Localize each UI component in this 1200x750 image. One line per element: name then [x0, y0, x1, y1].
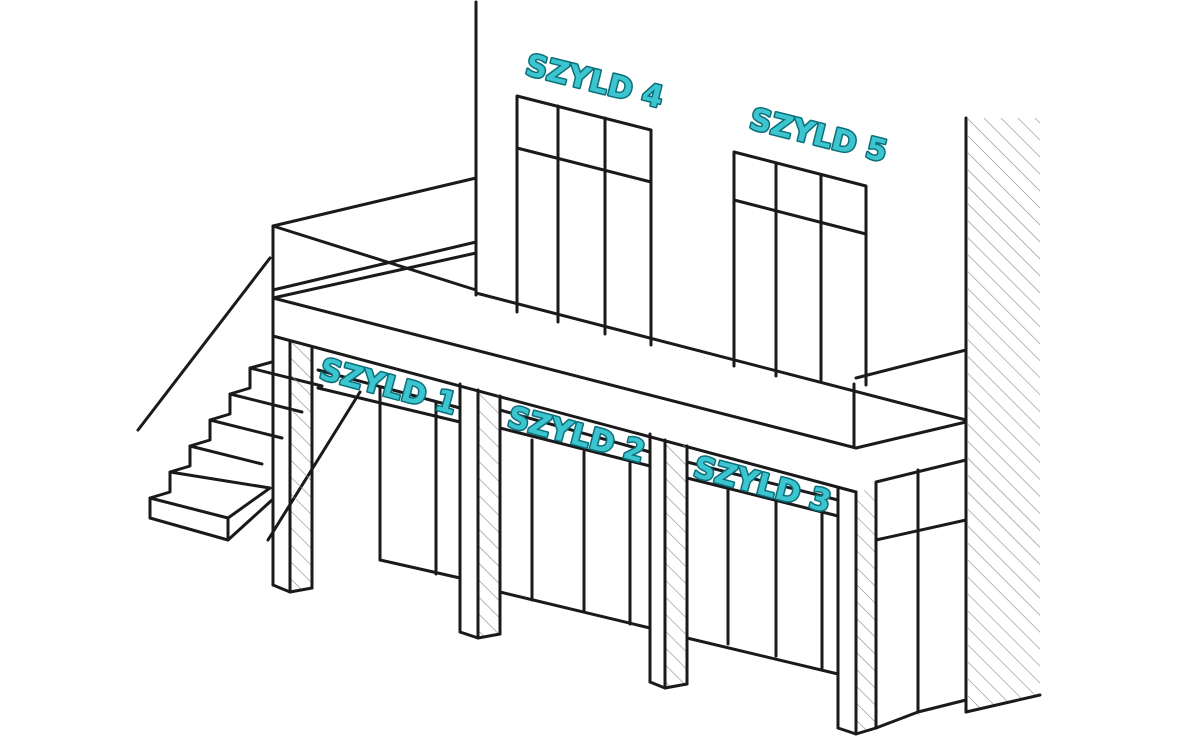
floor-line: [964, 693, 1042, 714]
stair-handrail: [136, 256, 272, 432]
sign-label-1: SZYLD 1: [316, 352, 461, 422]
sign-label-3: SZYLD 3: [690, 450, 835, 520]
shop-bay-2: [498, 408, 652, 630]
mezzanine-railing: [271, 176, 968, 380]
sign-label-4: SZYLD 4: [522, 48, 667, 116]
upper-window-4: [515, 94, 653, 347]
shop-bay-1: [316, 368, 462, 580]
side-wall-hatching: [968, 118, 1040, 710]
upper-window-5: [732, 150, 868, 448]
column-3: [648, 432, 689, 690]
shop-bay-3: [685, 460, 840, 676]
column-2: [458, 382, 502, 640]
shop-bay-right: [874, 458, 968, 730]
upper-wall-base: [474, 291, 968, 422]
mezzanine-slab: [271, 251, 968, 494]
column-1: [271, 334, 314, 594]
sign-label-2: SZYLD 2: [504, 400, 649, 470]
